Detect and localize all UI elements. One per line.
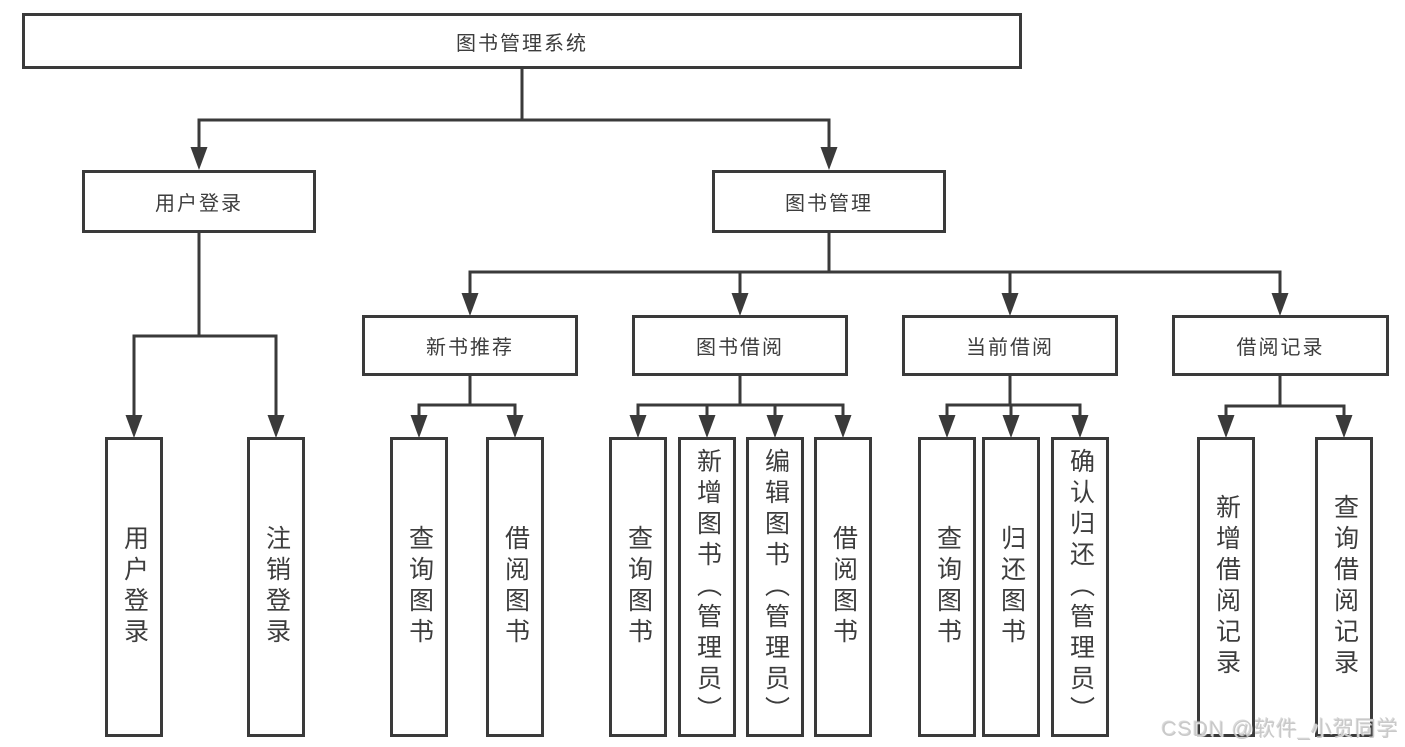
leaf-query-borrow-record-label: 查询借阅记录 <box>1330 494 1359 680</box>
leaf-confirm-return-admin-label: 确认归还（管理员） <box>1066 447 1095 727</box>
arrowhead <box>461 293 479 316</box>
leaf-query-book-1-label: 查询图书 <box>405 525 434 649</box>
arrowhead <box>506 415 524 438</box>
leaf-add-book-admin: 新增图书（管理员） <box>678 437 736 737</box>
leaf-add-borrow-record-label: 新增借阅记录 <box>1212 494 1241 680</box>
arrowhead <box>125 415 143 438</box>
connector-user-login-children <box>132 231 278 416</box>
leaf-logout-label: 注销登录 <box>262 525 291 649</box>
leaf-edit-book-admin: 编辑图书（管理员） <box>746 437 804 737</box>
arrowhead <box>410 415 428 438</box>
watermark: CSDN @软件_小贺同学 <box>1161 718 1399 741</box>
leaf-add-borrow-record: 新增借阅记录 <box>1197 437 1255 737</box>
arrowhead <box>1002 415 1020 438</box>
leaf-query-book-3-label: 查询图书 <box>933 525 962 649</box>
connector-book-mgmt-to-level3 <box>468 231 1282 295</box>
arrowhead <box>267 415 285 438</box>
node-book-borrow: 图书借阅 <box>632 315 848 376</box>
leaf-user-login-label: 用户登录 <box>120 525 149 649</box>
leaf-user-login: 用户登录 <box>105 437 163 737</box>
arrowhead <box>834 415 852 438</box>
leaf-query-borrow-record: 查询借阅记录 <box>1315 437 1373 737</box>
leaf-query-book-2: 查询图书 <box>609 437 667 737</box>
arrowhead <box>1271 293 1289 316</box>
arrowhead <box>938 415 956 438</box>
connector-root-to-level2 <box>197 67 831 150</box>
node-current-borrow: 当前借阅 <box>902 315 1118 376</box>
leaf-query-book-3: 查询图书 <box>918 437 976 737</box>
node-root-label: 图书管理系统 <box>456 32 588 55</box>
node-borrow-record-label: 借阅记录 <box>1236 337 1325 359</box>
arrowhead <box>1335 415 1353 438</box>
arrowhead <box>1217 415 1235 438</box>
node-new-book-recommend-label: 新书推荐 <box>426 337 514 359</box>
node-user-login-label: 用户登录 <box>155 193 243 215</box>
arrowhead <box>820 147 838 170</box>
arrowhead <box>731 293 749 316</box>
leaf-edit-book-admin-label: 编辑图书（管理员） <box>761 447 790 727</box>
arrowhead <box>766 415 784 438</box>
connector-new-book-children <box>417 374 517 416</box>
connector-book-borrow-children <box>636 374 845 416</box>
leaf-borrow-book-2: 借阅图书 <box>814 437 872 737</box>
arrowhead <box>1071 415 1089 438</box>
leaf-query-book-2-label: 查询图书 <box>624 525 653 649</box>
leaf-borrow-book-2-label: 借阅图书 <box>829 525 858 649</box>
node-new-book-recommend: 新书推荐 <box>362 315 578 376</box>
node-book-borrow-label: 图书借阅 <box>696 337 784 359</box>
leaf-return-book: 归还图书 <box>982 437 1040 737</box>
arrowhead <box>1001 293 1019 316</box>
node-book-management-label: 图书管理 <box>785 193 873 215</box>
node-current-borrow-label: 当前借阅 <box>966 337 1054 359</box>
arrowhead <box>698 415 716 438</box>
node-root: 图书管理系统 <box>22 13 1022 69</box>
leaf-borrow-book-1-label: 借阅图书 <box>501 525 530 649</box>
connector-current-borrow-children <box>945 374 1082 416</box>
leaf-query-book-1: 查询图书 <box>390 437 448 737</box>
leaf-confirm-return-admin: 确认归还（管理员） <box>1051 437 1109 737</box>
leaf-add-book-admin-label: 新增图书（管理员） <box>693 447 722 727</box>
connector-borrow-record-children <box>1224 374 1346 416</box>
arrowhead <box>190 147 208 170</box>
node-borrow-record: 借阅记录 <box>1172 315 1389 376</box>
leaf-return-book-label: 归还图书 <box>997 525 1026 649</box>
leaf-logout: 注销登录 <box>247 437 305 737</box>
node-book-management: 图书管理 <box>712 170 946 233</box>
leaf-borrow-book-1: 借阅图书 <box>486 437 544 737</box>
arrowhead <box>629 415 647 438</box>
node-user-login: 用户登录 <box>82 170 316 233</box>
